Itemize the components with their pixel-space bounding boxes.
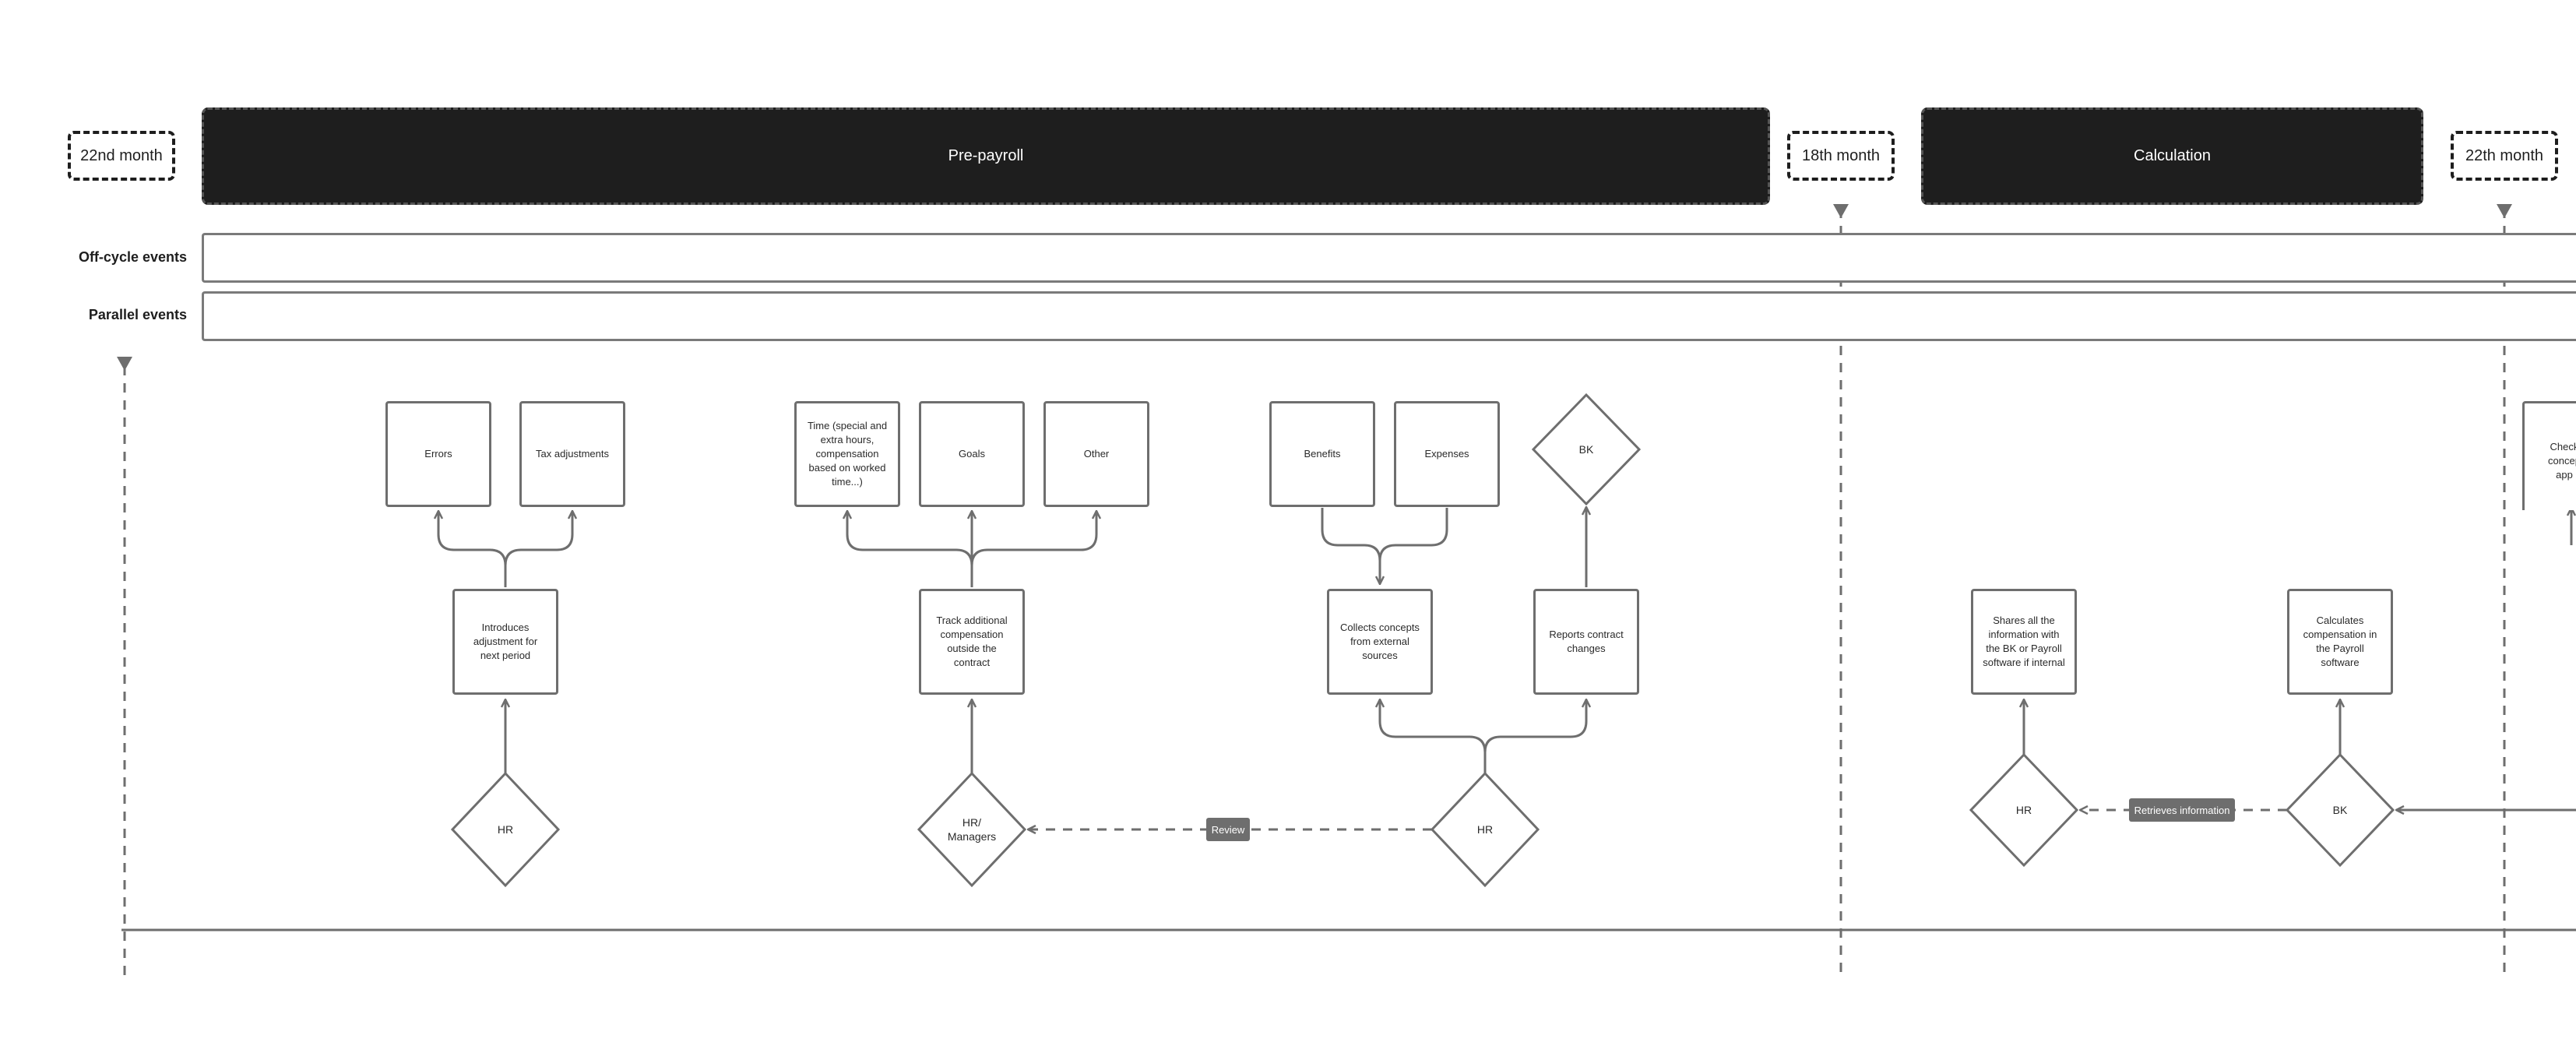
actor-hr-3[interactable]: HR [2015,804,2032,816]
tag-retrieves-information: Retrieves information [2129,798,2235,822]
actor-bk-bottom[interactable]: BK [2332,804,2348,816]
diamond-hr-3 [1969,752,2079,868]
box-track-compensation[interactable]: Track additional compensation outside th… [919,589,1025,695]
diamond-bk-top [1531,393,1642,506]
triangle-marker-22th [2497,204,2512,218]
box-benefits[interactable]: Benefits [1269,401,1375,507]
box-time-extra-hours[interactable]: Time (special and extra hours, compensat… [794,401,900,507]
triangle-marker-18th [1833,204,1849,218]
box-calculates-compensation[interactable]: Calculates compensation in the Payroll s… [2287,589,2393,695]
actor-bk-top[interactable]: BK [1578,443,1594,456]
box-shares-information[interactable]: Shares all the information with the BK o… [1971,589,2077,695]
month-marker-22nd: 22nd month [68,131,175,181]
actor-hr-1[interactable]: HR [497,823,514,836]
box-check-concepts[interactable]: Check concep app [2522,401,2576,510]
month-marker-22th: 22th month [2451,131,2558,181]
actor-hr-managers[interactable]: HR/ Managers [947,816,997,843]
phase-label: Pre-payroll [948,147,1024,164]
phase-label: Calculation [2134,147,2211,164]
lane-parallel[interactable] [202,291,2576,341]
month-marker-18th: 18th month [1787,131,1895,181]
lane-offcycle[interactable] [202,233,2576,283]
month-label: 22th month [2465,146,2544,164]
month-label: 22nd month [80,146,163,164]
phase-prepayroll[interactable]: Pre-payroll [202,107,1770,205]
box-tax-adjustments[interactable]: Tax adjustments [519,401,625,507]
tag-review: Review [1206,818,1250,841]
box-reports-contract[interactable]: Reports contract changes [1533,589,1639,695]
box-other[interactable]: Other [1043,401,1149,507]
diamond-bk-bottom [2285,752,2395,868]
diamond-hr-managers [917,771,1027,888]
month-label: 18th month [1801,146,1881,164]
box-check-partial-clip: Check concep app [2522,401,2576,510]
box-collects-concepts[interactable]: Collects concepts from external sources [1327,589,1433,695]
triangle-marker-left [117,357,132,371]
box-expenses[interactable]: Expenses [1394,401,1500,507]
lane-label-parallel: Parallel events [88,307,187,322]
phase-calculation[interactable]: Calculation [1921,107,2423,205]
diamond-hr-2 [1430,771,1540,888]
actor-hr-2[interactable]: HR [1476,823,1494,836]
diamond-hr-1 [450,771,561,888]
box-goals[interactable]: Goals [919,401,1025,507]
box-introduces-adjustment[interactable]: Introduces adjustment for next period [452,589,558,695]
box-errors[interactable]: Errors [385,401,491,507]
lane-label-offcycle: Off-cycle events [78,249,187,265]
